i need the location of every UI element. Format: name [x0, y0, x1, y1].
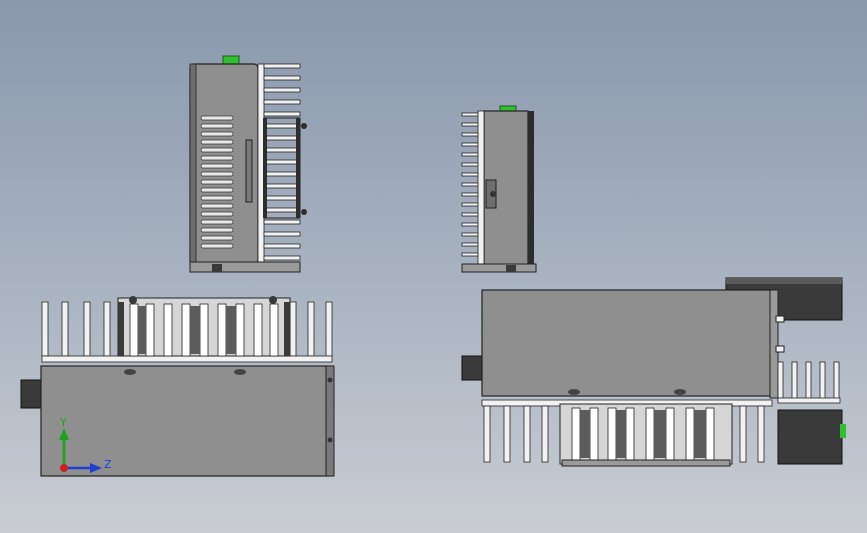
- top-side-block: [20, 379, 42, 409]
- iso-view: [461, 277, 846, 467]
- axis-z-label: Z: [104, 458, 112, 471]
- iso-side-block: [461, 355, 485, 381]
- iso-right-fins: [777, 361, 841, 404]
- side-base: [461, 263, 537, 273]
- iso-connector: [840, 424, 846, 438]
- iso-bottom-module: [777, 409, 843, 465]
- axis-triad: Y Z: [59, 416, 112, 473]
- front-connector: [222, 55, 240, 65]
- iso-bottom-fins: [481, 399, 773, 463]
- side-view: [461, 105, 537, 273]
- front-vent-slots: [200, 115, 234, 249]
- front-base: [189, 261, 301, 273]
- side-heatsink-fins: [461, 110, 485, 268]
- front-heatsink-fins: [257, 63, 301, 265]
- axis-y-label: Y: [59, 416, 67, 429]
- top-housing: [40, 365, 332, 477]
- top-view: [20, 296, 335, 477]
- iso-housing: [481, 289, 773, 397]
- front-fan: [263, 117, 301, 219]
- front-view: [189, 55, 307, 273]
